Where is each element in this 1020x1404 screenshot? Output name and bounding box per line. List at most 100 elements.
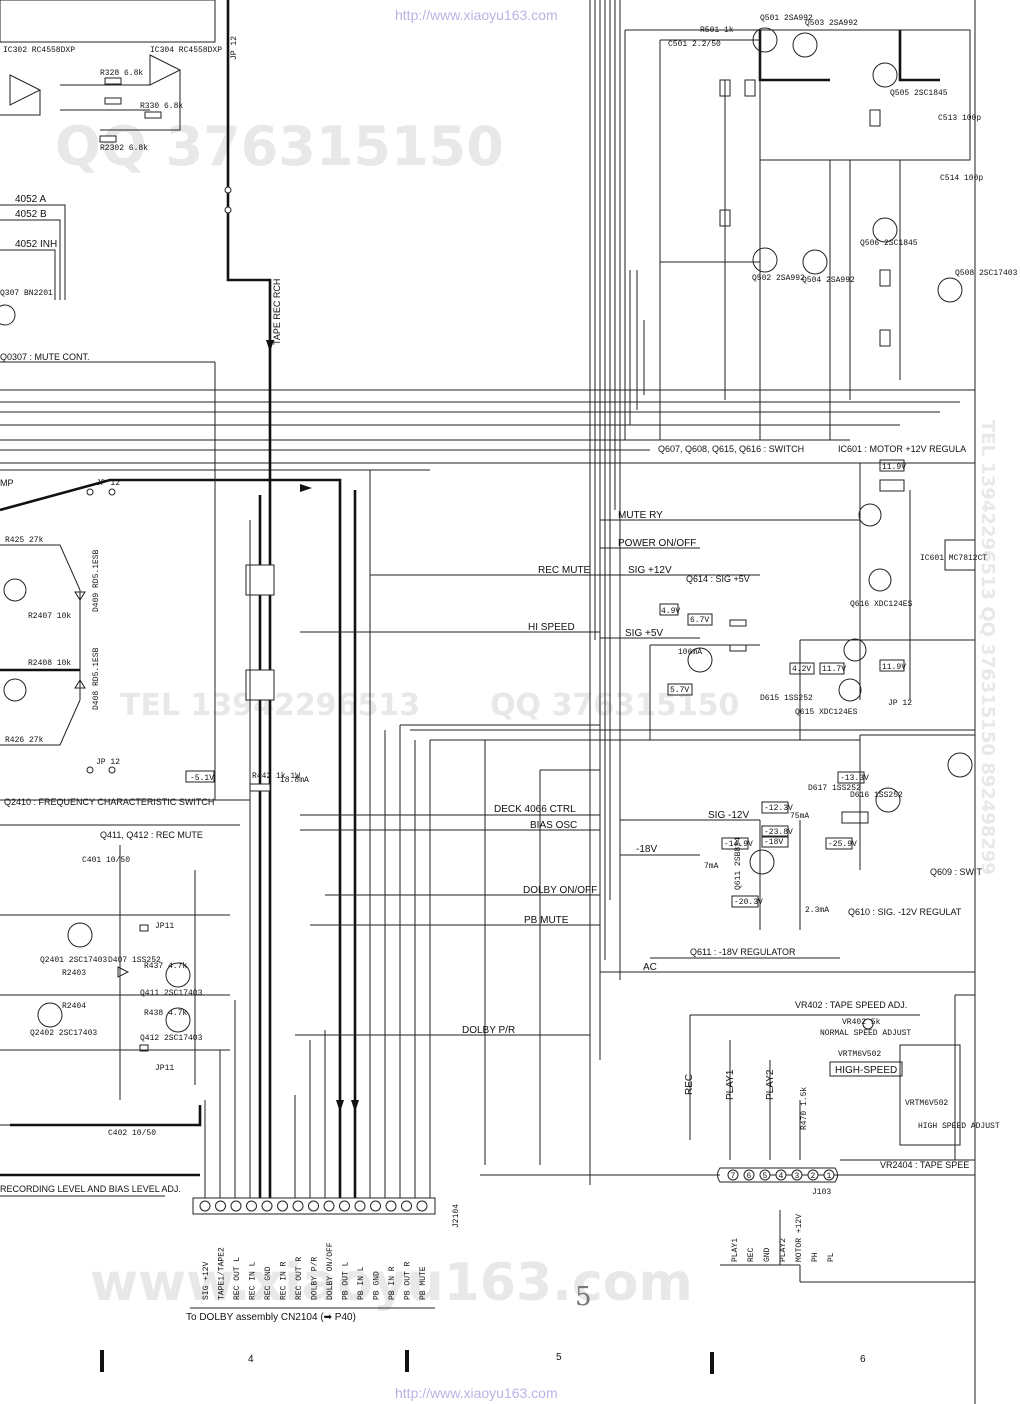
signal-rec: REC <box>684 1074 695 1095</box>
tape-switch-l <box>245 564 275 596</box>
signal-dolby-pr: DOLBY P/R <box>462 1025 515 1036</box>
c401-label: C401 10/50 <box>82 856 130 865</box>
j2104-pin <box>199 1200 211 1212</box>
j103-pin-number: 5 <box>763 1172 768 1181</box>
d617-label: D617 1SS252 <box>808 784 861 793</box>
j2104-pin-label: PB OUT L <box>342 1261 351 1300</box>
j2104-pin <box>261 1200 273 1212</box>
q611-label: Q611 2SB834 <box>734 837 743 890</box>
v133-label: -13.3V <box>840 774 869 783</box>
j2104-pin <box>230 1200 242 1212</box>
j103-pin <box>775 1169 787 1181</box>
r330-label: R330 6.8k <box>140 102 183 111</box>
j103-pin-number: 6 <box>747 1172 752 1181</box>
watermark-www-bottom: www.xiaoyu163.com <box>90 1253 693 1313</box>
q2410-title: Q2410 : FREQUENCY CHARACTERISTIC SWITCH <box>4 797 214 807</box>
vr2404-title: VR2404 : TAPE SPEE <box>880 1160 969 1170</box>
line-4052-a: 4052 A <box>15 194 46 205</box>
vr402-title: VR402 : TAPE SPEED ADJ. <box>795 1000 907 1010</box>
c513-label: C513 100p <box>938 114 981 123</box>
q307-label: Q307 BN2201 <box>0 289 53 298</box>
signal-ac: AC <box>643 962 657 973</box>
j2104-pin-label: PB IN L <box>357 1266 366 1300</box>
v117-label: 11.7V <box>822 665 846 674</box>
j103-pin-label: GND <box>763 1247 772 1262</box>
v57-label: 5.7V <box>670 686 689 695</box>
r328-label: R328 6.8k <box>100 69 143 78</box>
signal-sig-minus-12v: SIG -12V <box>708 810 749 821</box>
j103-pin-number: 1 <box>827 1172 832 1181</box>
watermark-qq-top: QQ 376315150 <box>55 115 504 178</box>
q614-title: Q614 : SIG +5V <box>686 574 750 584</box>
j2104-connector <box>192 1197 436 1215</box>
i106-label: 106mA <box>678 648 702 657</box>
q611-title: Q611 : -18V REGULATOR <box>690 947 796 957</box>
q610-title: Q610 : SIG. -12V REGULAT <box>848 907 962 917</box>
horizontal-bus-lines <box>0 389 975 1165</box>
v18-label: -18V <box>764 838 783 847</box>
j2104-pin-label: DOLBY ON/OFF <box>326 1242 335 1300</box>
c402-label: C402 10/50 <box>108 1129 156 1138</box>
jp12-label-low: JP 12 <box>96 758 120 767</box>
i75-label: 75mA <box>790 812 809 821</box>
signal-deck-4066: DECK 4066 CTRL <box>494 804 576 815</box>
j103-pin <box>727 1169 739 1181</box>
j103-pin-number: 2 <box>811 1172 816 1181</box>
r438-label: R438 4.7k <box>144 1009 187 1018</box>
line-4052-b: 4052 B <box>15 209 47 220</box>
jp12-label-right: JP 12 <box>888 699 912 708</box>
signal-sig-5v: SIG +5V <box>625 628 663 639</box>
q2402-label: Q2402 2SC17403 <box>30 1029 97 1038</box>
q503-label: Q503 2SA992 <box>805 19 858 28</box>
j103-ref: J103 <box>812 1188 831 1197</box>
jp12-jumpers <box>86 186 232 774</box>
d407-label: D407 1SS252 <box>108 956 161 965</box>
tape-rec-rch-label: TAPE REC RCH <box>272 279 282 345</box>
j2104-pin <box>416 1200 428 1212</box>
mp-label: MP <box>0 478 14 488</box>
q607-title: Q607, Q608, Q615, Q616 : SWITCH <box>658 444 804 454</box>
jp11-label-top: JP11 <box>155 922 174 931</box>
i7-label: 7mA <box>704 862 719 871</box>
r425-label: R425 27k <box>5 536 44 545</box>
signal-arrow <box>336 1100 344 1112</box>
connector-feed-lines <box>204 470 431 1198</box>
r2302-label: R2302 6.8k <box>100 144 148 153</box>
handwritten-page-number: 5 <box>575 1282 592 1312</box>
q501-label: Q501 2SA992 <box>760 14 813 23</box>
watermark-qq-mid: QQ 376315150 <box>490 688 739 723</box>
j2104-pin <box>385 1200 397 1212</box>
q412-label: Q412 2SC17403 <box>140 1034 203 1043</box>
j2104-pin <box>246 1200 257 1212</box>
j2104-pin <box>215 1200 226 1212</box>
signal-arrow <box>300 484 312 492</box>
j103-pin <box>791 1169 803 1181</box>
r2403-label: R2403 <box>62 969 86 978</box>
q411-label: Q411 2SC17403 <box>140 989 203 998</box>
jp12-label-top: JP 12 <box>230 36 239 60</box>
r2407-label: R2407 10k <box>28 612 71 621</box>
signal-sig-12v: SIG +12V <box>628 565 672 576</box>
v67-label: 6.7V <box>690 616 709 625</box>
j103-pin <box>759 1169 771 1181</box>
j103-pin-number: 4 <box>779 1172 784 1181</box>
j2104-pin <box>354 1200 366 1212</box>
j2104-pin-label: REC OUT L <box>233 1257 242 1300</box>
j2104-pin-label: PB MUTE <box>419 1266 428 1300</box>
sig5v-section <box>649 603 760 740</box>
vrtm-label: VRTM6V502 <box>838 1050 881 1059</box>
vrtm-label-2: VRTM6V502 <box>905 1099 948 1108</box>
grid-markers <box>100 1350 714 1374</box>
j103-pin-label: PH <box>811 1252 820 1262</box>
r442-label: R442 1k 1W <box>252 772 300 781</box>
signal-bias-osc: BIAS OSC <box>530 820 577 831</box>
q508-label: Q508 2SC17403 <box>955 269 1018 278</box>
j103-pin <box>743 1169 755 1181</box>
signal-mute-ry: MUTE RY <box>618 510 663 521</box>
d408-label: D408 RD5.1ESB <box>92 647 101 710</box>
j103-pin <box>823 1169 835 1181</box>
r426-label: R426 27k <box>5 736 44 745</box>
j2104-ref: J2104 <box>452 1204 461 1228</box>
